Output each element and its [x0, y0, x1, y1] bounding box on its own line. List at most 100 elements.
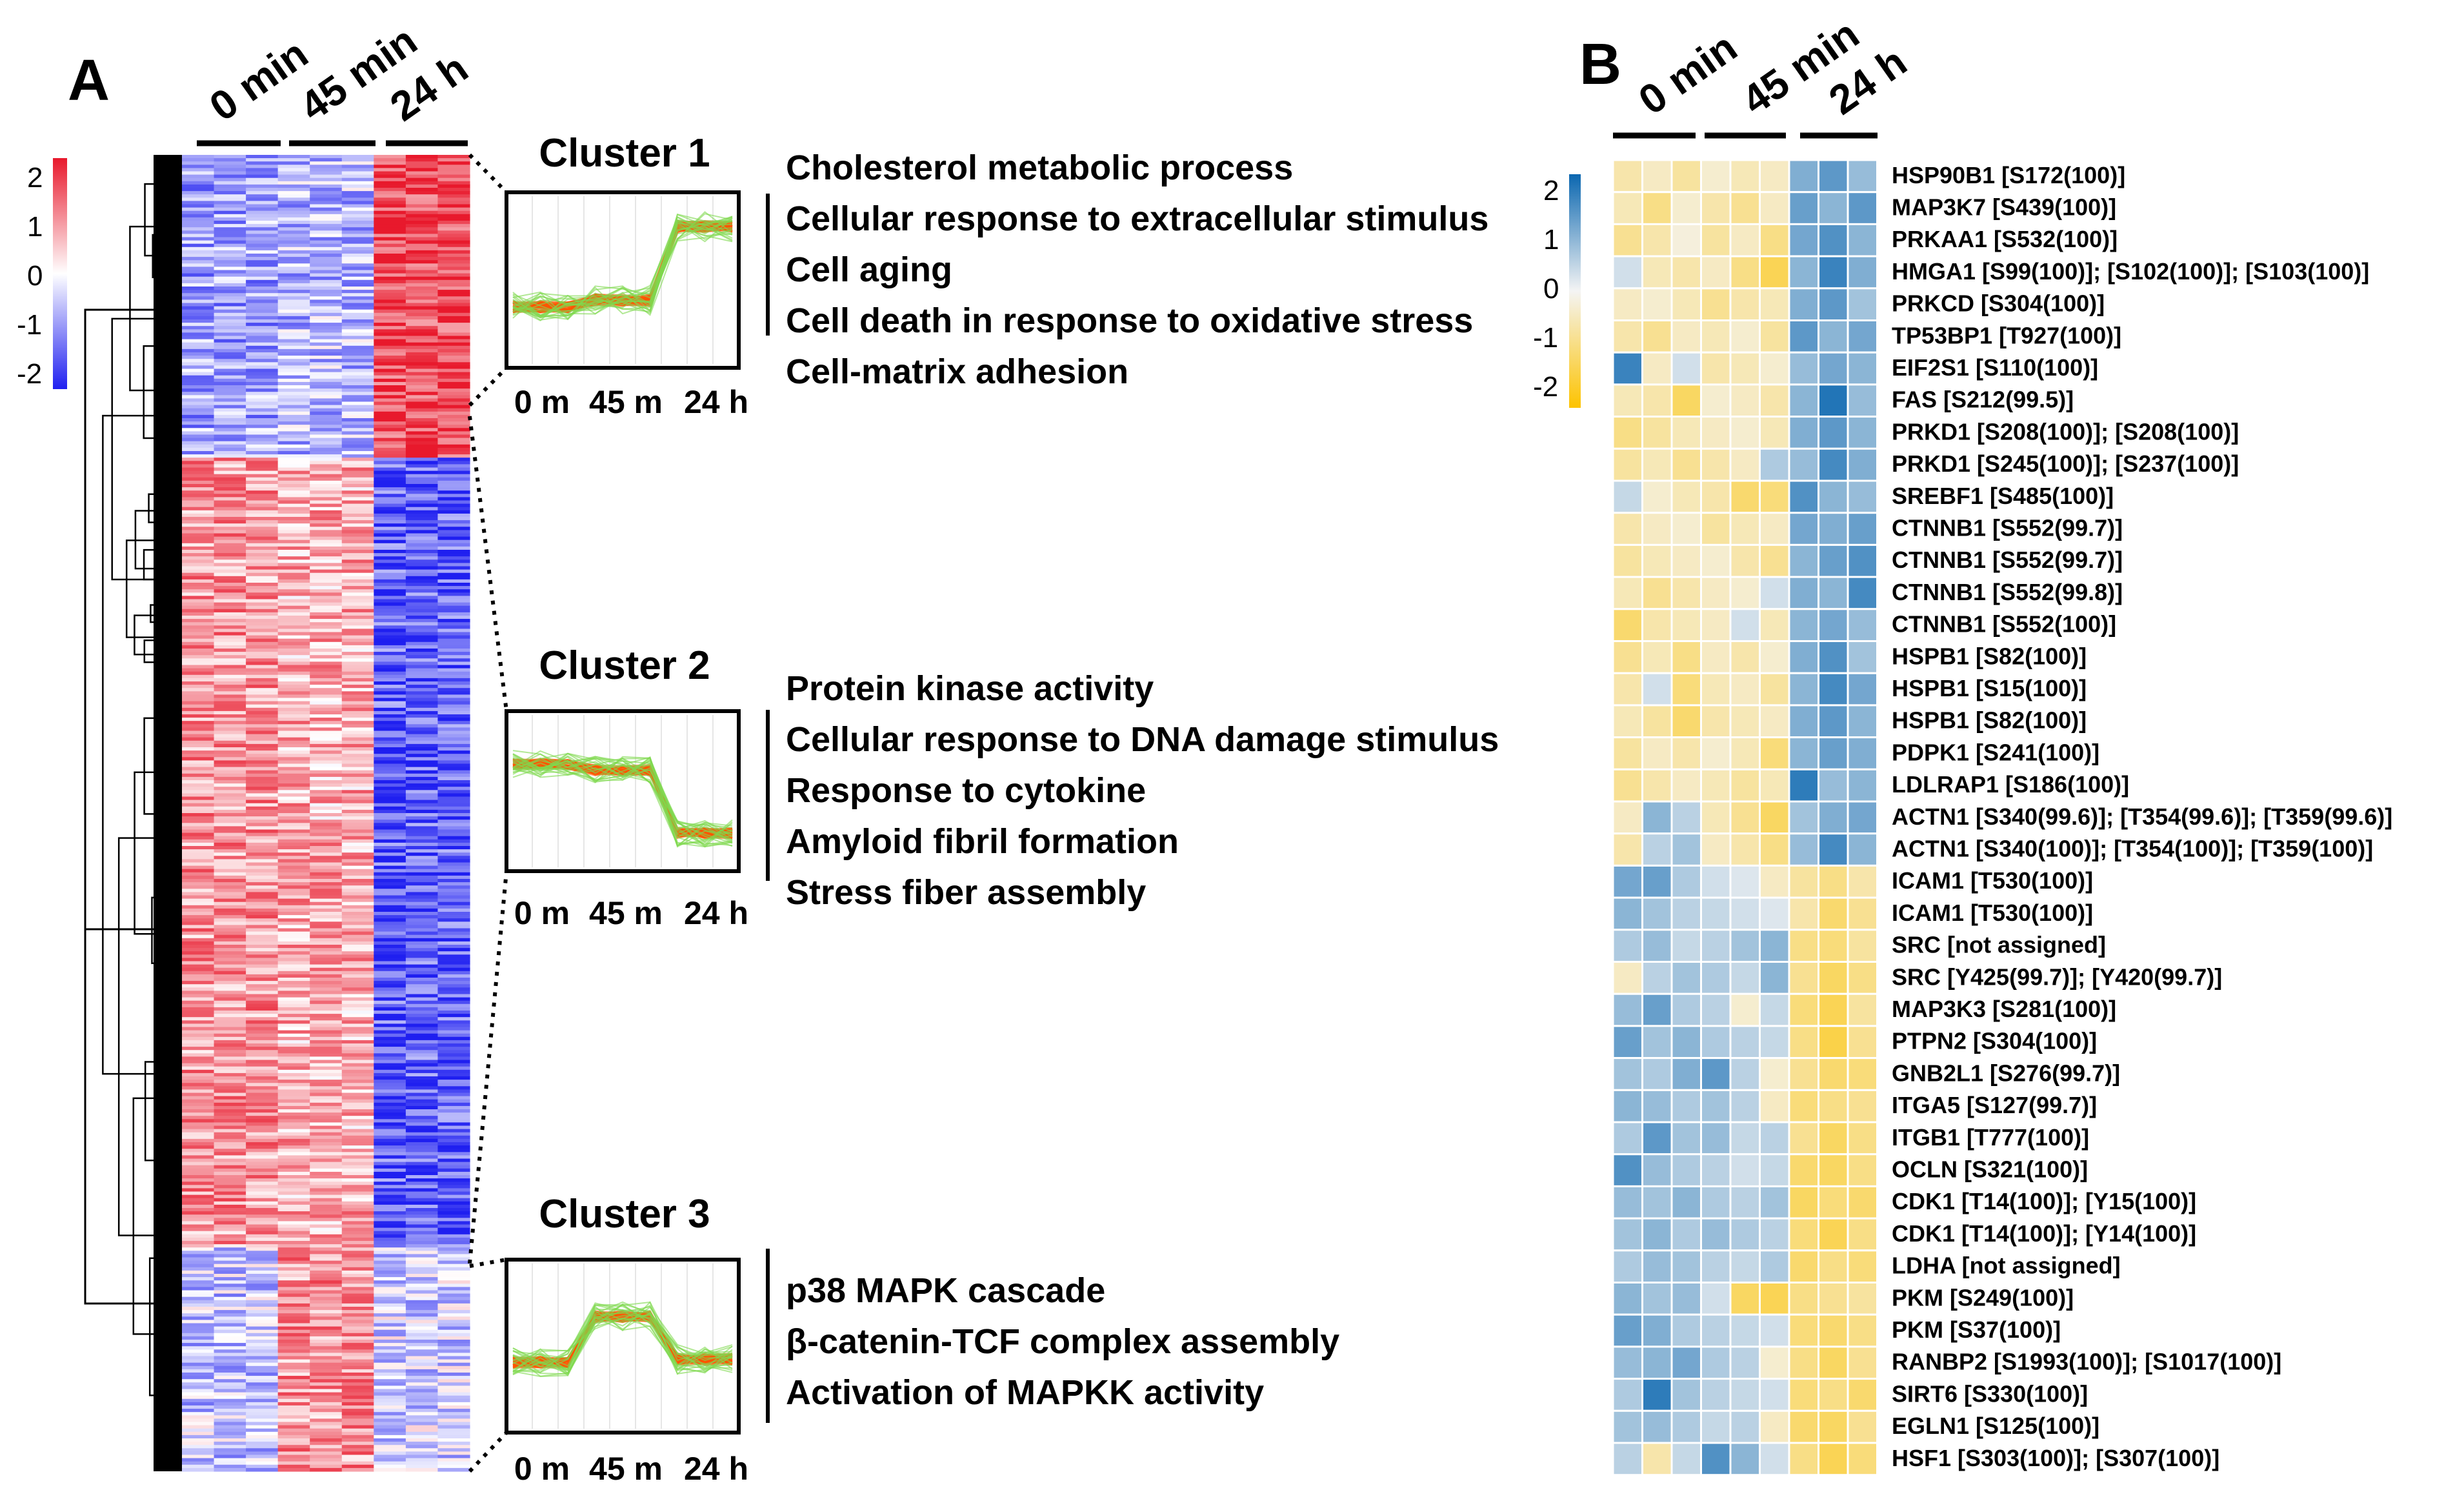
heatmap-cell — [374, 596, 406, 600]
heatmap-cell — [277, 1313, 310, 1317]
heatmap-cell — [246, 293, 279, 297]
heatmap-cell — [437, 1287, 470, 1291]
heatmap-cell — [246, 612, 279, 616]
heatmap-cell — [341, 849, 374, 853]
heatmap-cell — [214, 332, 246, 337]
heatmap-cell — [182, 954, 215, 958]
heatmap-cell — [214, 931, 246, 936]
heatmap-cell — [341, 1145, 374, 1149]
heatmap-cell — [437, 1405, 470, 1409]
heatmap-cell — [246, 1428, 279, 1433]
heatmap-cell — [182, 879, 215, 883]
heatmap-cell — [374, 566, 406, 570]
heatmap-cell — [246, 918, 279, 922]
heatmap-cell — [374, 1155, 406, 1160]
heatmap-cell — [310, 997, 343, 1002]
heatmap-cell — [214, 813, 246, 817]
heatmap-cell — [214, 181, 246, 185]
heatmap-cell — [341, 470, 374, 475]
heatmap-cell — [341, 556, 374, 560]
heatmap-cell — [310, 974, 343, 978]
heatmap-cell — [182, 974, 215, 978]
heatmap-cell — [246, 267, 279, 271]
heatmap-cell — [246, 1234, 279, 1238]
heatmap-cell — [405, 707, 439, 712]
heatmap-b-cell — [1612, 159, 1643, 194]
heatmap-cell — [310, 539, 343, 544]
heatmap-cell — [405, 846, 439, 850]
heatmap-cell — [246, 1376, 279, 1380]
heatmap-cell — [182, 1112, 215, 1116]
heatmap-cell — [277, 1152, 310, 1156]
heatmap-b-cell — [1759, 447, 1790, 482]
heatmap-cell — [310, 918, 343, 922]
heatmap-cell — [341, 385, 374, 389]
heatmap-cell — [214, 474, 246, 478]
heatmap-cell — [374, 1392, 406, 1396]
heatmap-cell — [405, 250, 439, 254]
heatmap-cell — [277, 895, 310, 900]
heatmap-cell — [437, 217, 470, 221]
heatmap-cell — [310, 1155, 343, 1160]
heatmap-cell — [341, 1221, 374, 1225]
heatmap-cell — [214, 165, 246, 168]
heatmap-cell — [437, 381, 470, 386]
heatmap-cell — [277, 856, 310, 860]
heatmap-cell — [310, 809, 343, 814]
panel-a-legend-tick-4: -2 — [17, 358, 42, 390]
heatmap-cell — [277, 734, 310, 738]
heatmap-cell — [277, 1112, 310, 1116]
heatmap-cell — [374, 572, 406, 577]
heatmap-cell — [437, 757, 470, 761]
heatmap-cell — [437, 1080, 470, 1083]
heatmap-cell — [405, 743, 439, 748]
heatmap-cell — [405, 747, 439, 751]
heatmap-cell — [246, 872, 279, 876]
heatmap-cell — [214, 787, 246, 790]
heatmap-cell — [437, 161, 470, 165]
heatmap-cell — [405, 323, 439, 327]
heatmap-cell — [277, 1260, 310, 1265]
heatmap-b-cell — [1729, 672, 1761, 707]
heatmap-cell — [374, 800, 406, 804]
cluster-1-term-1: Cellular response to extracellular stimu… — [786, 199, 1488, 238]
heatmap-cell — [341, 846, 374, 850]
heatmap-cell — [277, 214, 310, 218]
heatmap-cell — [374, 849, 406, 853]
heatmap-cell — [374, 780, 406, 784]
heatmap-cell — [405, 1415, 439, 1419]
heatmap-cell — [405, 1178, 439, 1182]
heatmap-cell — [182, 750, 215, 754]
heatmap-cell — [374, 1030, 406, 1034]
heatmap-cell — [182, 1142, 215, 1146]
heatmap-cell — [277, 500, 310, 505]
heatmap-cell — [341, 161, 374, 165]
heatmap-cell — [246, 1053, 279, 1057]
heatmap-cell — [341, 823, 374, 827]
heatmap-cell — [182, 915, 215, 919]
heatmap-cell — [182, 661, 215, 666]
heatmap-cell — [182, 991, 215, 995]
heatmap-cell — [310, 1214, 343, 1218]
heatmap-b-cell — [1818, 319, 1849, 354]
heatmap-cell — [246, 787, 279, 790]
heatmap-cell — [405, 1092, 439, 1097]
heatmap-cell — [341, 892, 374, 896]
heatmap-cell — [246, 194, 279, 198]
heatmap-cell — [374, 270, 406, 274]
heatmap-cell — [437, 583, 470, 587]
heatmap-cell — [246, 414, 279, 419]
heatmap-cell — [437, 257, 470, 261]
heatmap-cell — [214, 306, 246, 310]
heatmap-cell — [246, 915, 279, 919]
heatmap-cell — [277, 497, 310, 501]
heatmap-cell — [277, 879, 310, 883]
heatmap-cell — [374, 158, 406, 162]
row-label: RANBP2 [S1993(100)]; [S1017(100)] — [1892, 1349, 2281, 1375]
heatmap-cell — [437, 767, 470, 771]
heatmap-cell — [341, 1412, 374, 1416]
heatmap-cell — [310, 461, 343, 465]
heatmap-cell — [214, 625, 246, 629]
heatmap-cell — [182, 563, 215, 567]
heatmap-cell — [214, 718, 246, 721]
